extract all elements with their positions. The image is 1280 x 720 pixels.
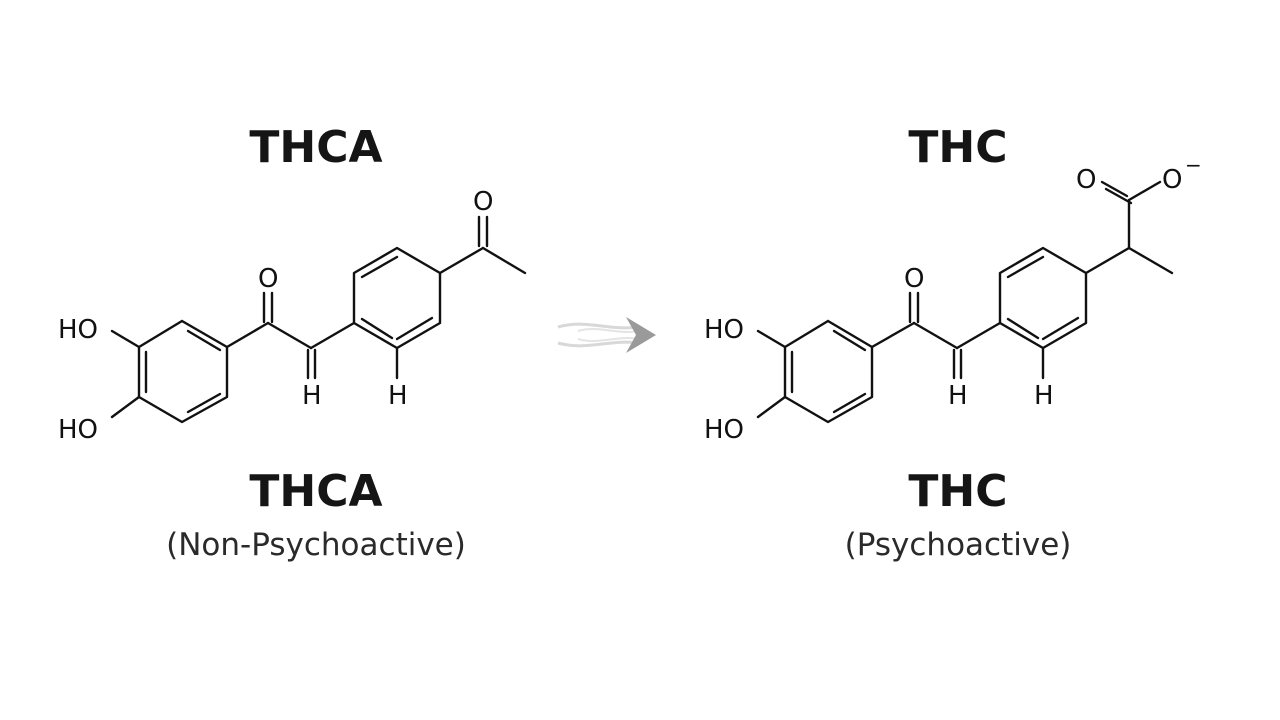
left-molecule-description: (Non-Psychoactive)	[166, 527, 466, 563]
conversion-arrow-icon	[502, 317, 656, 353]
left-molecule-top-label: THCA	[249, 122, 383, 173]
right-catechol-ring	[783, 319, 874, 424]
right-phenyl-ring	[998, 246, 1088, 350]
right-carboxylate-oxygen-label: O	[1162, 165, 1182, 195]
right-molecule-top-label: THC	[908, 122, 1008, 173]
left-molecule-name: THCA	[249, 466, 383, 517]
right-ho-bottom-label: HO	[704, 415, 744, 445]
left-keto-oxygen-label: O	[258, 264, 278, 294]
right-ring-hydrogen-label: H	[1034, 381, 1054, 411]
right-vinyl-hydrogen-label: H	[948, 381, 968, 411]
left-vinyl-hydrogen-label: H	[302, 381, 322, 411]
right-molecule-name: THC	[908, 466, 1008, 517]
left-ring-hydrogen-label: H	[388, 381, 408, 411]
right-carboxyl-oxygen-label: O	[1076, 165, 1096, 195]
left-ho-bottom-label: HO	[58, 415, 98, 445]
left-ho-top-label: HO	[58, 315, 98, 345]
left-acetyl-oxygen-label: O	[473, 187, 493, 217]
right-carboxylate-charge-label: −	[1185, 153, 1202, 177]
right-molecule-description: (Psychoactive)	[844, 527, 1072, 563]
right-ho-top-label: HO	[704, 315, 744, 345]
right-keto-oxygen-label: O	[904, 264, 924, 294]
